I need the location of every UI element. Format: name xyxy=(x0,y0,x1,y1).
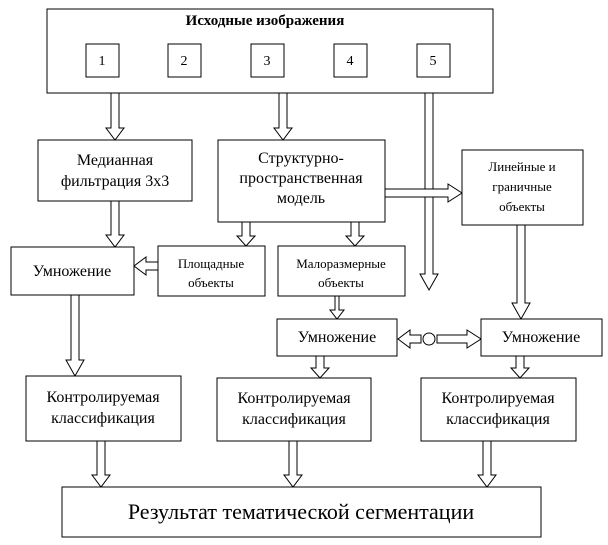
linear-objects-line-2: граничные xyxy=(492,179,552,194)
classification-2-line-2: классификация xyxy=(242,411,346,428)
junction-node xyxy=(422,332,436,346)
arrow-junction-to-multiply-left xyxy=(397,329,422,349)
arrow-model-to-linear xyxy=(384,183,463,203)
arrow-junction-to-multiply-right xyxy=(436,329,482,349)
classification-box-1: Контролируемая классификация xyxy=(25,375,182,442)
arrow-channel3-to-model xyxy=(273,92,293,141)
small-objects-line-2: объекты xyxy=(318,275,364,290)
source-images-title: Исходные изображения xyxy=(186,13,345,29)
arrow-model-to-area xyxy=(235,221,257,247)
channel-1-label: 1 xyxy=(99,54,106,69)
arrow-classification-2-to-result xyxy=(283,440,303,488)
multiply-2-label: Умножение xyxy=(298,329,376,346)
arrow-multiply-to-classification-1 xyxy=(65,294,85,378)
channel-4-label: 4 xyxy=(347,54,354,69)
arrow-multiply-to-classification-2 xyxy=(309,355,331,379)
classification-3-line-2: классификация xyxy=(446,411,550,428)
classification-3-line-1: Контролируемая xyxy=(441,390,555,407)
spatial-model-line-3: модель xyxy=(277,190,325,207)
multiply-box-1: Умножение xyxy=(10,246,135,296)
result-label: Результат тематической сегментации xyxy=(128,499,475,524)
area-objects-box: Площадные объекты xyxy=(157,245,266,297)
channel-5-label: 5 xyxy=(430,54,437,69)
linear-objects-line-1: Линейные и xyxy=(488,159,555,174)
classification-box-2: Контролируемая классификация xyxy=(216,377,372,442)
classification-2-line-1: Контролируемая xyxy=(237,390,351,407)
channel-5-box xyxy=(416,43,451,78)
arrow-classification-3-to-result xyxy=(477,440,497,488)
arrow-area-to-multiply xyxy=(133,256,159,276)
channel-2-label: 2 xyxy=(181,54,188,69)
area-objects-line-1: Площадные xyxy=(178,256,244,271)
median-filter-line-1: Медианная xyxy=(77,152,154,169)
channel-3-label: 3 xyxy=(264,54,271,69)
arrow-model-to-small xyxy=(344,221,366,247)
area-objects-line-2: объекты xyxy=(188,275,234,290)
small-objects-line-1: Малоразмерные xyxy=(296,256,386,271)
channel-1-box xyxy=(85,43,120,78)
arrow-classification-1-to-result xyxy=(91,440,111,488)
channel-3-box xyxy=(250,43,285,78)
result-box: Результат тематической сегментации xyxy=(61,486,542,538)
median-filter-line-2: фильтрация 3х3 xyxy=(61,173,169,190)
arrow-median-to-multiply xyxy=(105,200,125,248)
arrow-multiply-to-classification-3 xyxy=(509,355,531,379)
spatial-model-box: Структурно- пространственная модель xyxy=(217,139,386,223)
classification-1-line-1: Контролируемая xyxy=(46,389,160,406)
spatial-model-line-2: пространственная xyxy=(239,170,363,187)
source-images-box: Исходные изображения 1 2 3 4 5 xyxy=(46,8,494,94)
arrow-linear-to-multiply xyxy=(511,224,531,321)
multiply-box-2: Умножение xyxy=(276,318,398,357)
small-objects-box: Малоразмерные объекты xyxy=(277,245,406,297)
classification-box-3: Контролируемая классификация xyxy=(420,377,577,442)
linear-objects-box: Линейные и граничные объекты xyxy=(461,149,584,226)
linear-objects-line-3: объекты xyxy=(499,199,545,214)
channel-4-box xyxy=(333,43,368,78)
arrow-small-to-multiply xyxy=(328,295,346,320)
multiply-box-3: Умножение xyxy=(480,318,603,357)
multiply-1-label: Умножение xyxy=(33,263,111,280)
classification-1-line-2: классификация xyxy=(51,410,155,427)
arrow-channel1-to-median xyxy=(105,92,125,141)
median-filter-box: Медианная фильтрация 3х3 xyxy=(37,139,193,202)
multiply-3-label: Умножение xyxy=(502,329,580,346)
channel-2-box xyxy=(167,43,202,78)
spatial-model-line-1: Структурно- xyxy=(258,150,344,167)
